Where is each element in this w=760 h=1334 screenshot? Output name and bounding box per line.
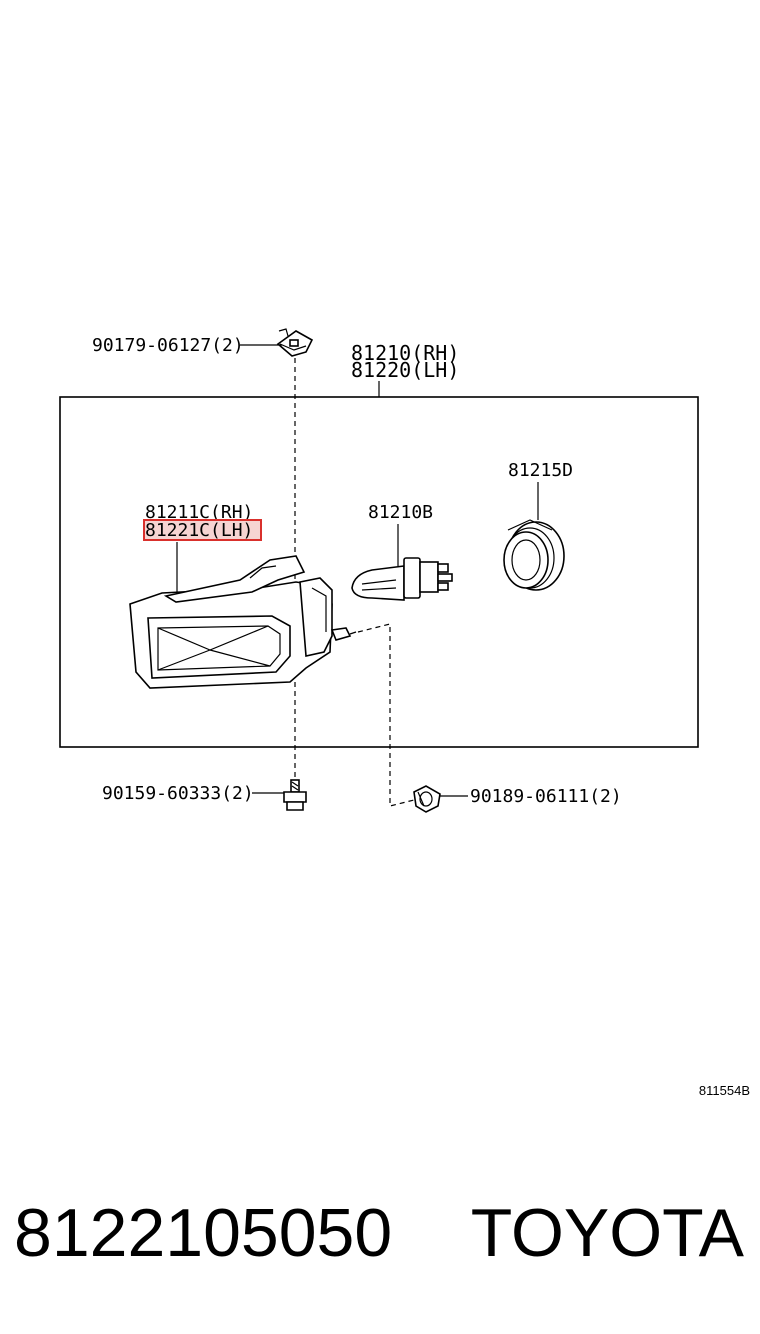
halogen-bulb	[351, 557, 453, 601]
footer-brand: TOYOTA	[471, 1195, 745, 1271]
label-housing-lh: 81221C(LH)	[145, 520, 253, 541]
label-nut: 90189-06111(2)	[470, 786, 622, 807]
assembly-label-rh: 81210(RH)	[351, 341, 459, 365]
footer-part-number: 8122105050	[14, 1195, 392, 1271]
label-housing-rh: 81211C(RH)	[145, 502, 253, 523]
highlight-box	[143, 519, 262, 541]
dash-line-nut	[357, 623, 415, 807]
assembly-label-lh: 81220(LH)	[351, 358, 459, 382]
clip-top-part	[276, 328, 314, 357]
dust-cap	[503, 519, 565, 591]
nut-part	[413, 785, 441, 813]
label-bulb: 81210B	[368, 502, 433, 523]
label-grommet: 81215D	[508, 460, 573, 481]
label-clip-top: 90179-06127(2)	[92, 335, 244, 356]
reference-code: 811554B	[699, 1083, 750, 1098]
screw-part	[283, 779, 307, 811]
label-screw: 90159-60333(2)	[102, 783, 254, 804]
fog-lamp-housing	[129, 555, 357, 689]
